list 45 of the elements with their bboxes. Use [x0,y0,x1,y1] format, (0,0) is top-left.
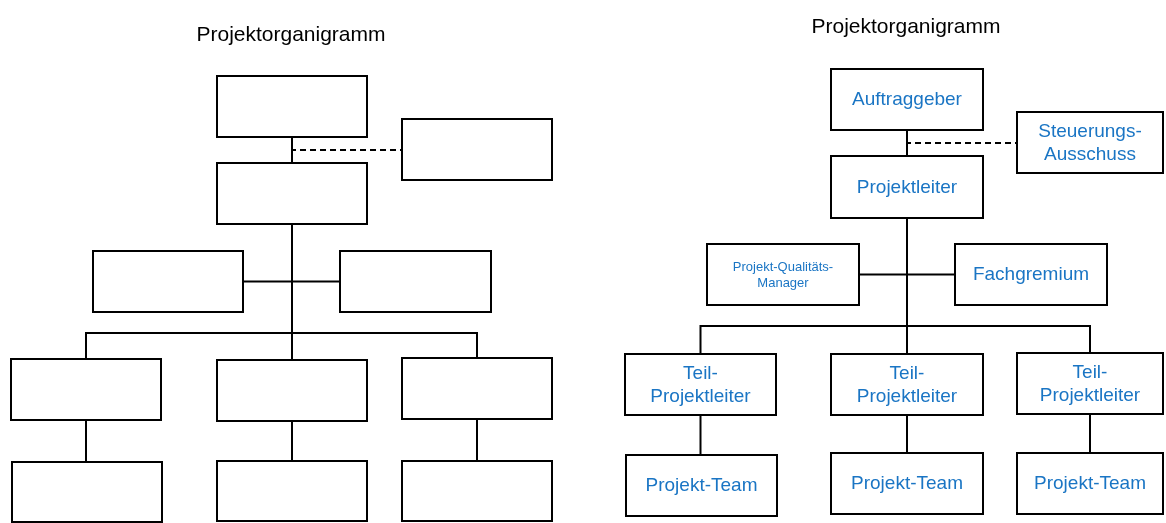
connector-line [291,137,293,163]
org-box [339,250,492,313]
role-label: Projekt-Team [850,472,964,495]
role-label: Teil- Projektleiter [649,361,752,408]
role-label: Projekt-Qualitäts- Manager [731,258,835,291]
org-box [830,155,984,219]
org-box [1016,111,1164,174]
org-box [1016,452,1164,515]
org-box [11,461,163,523]
connector-line [906,218,1091,353]
org-box [830,452,984,515]
org-box [401,118,553,181]
role-label: Fachgremium [971,263,1091,286]
role-label: Teil- Projektleiter [1038,360,1142,407]
role-label: Projektleiter [855,175,959,199]
org-box [401,460,553,522]
connector-line [85,420,87,462]
org-box [954,243,1108,306]
org-box [1016,352,1164,415]
org-box [830,353,984,416]
connector-line [291,224,478,358]
connector-line [699,415,702,455]
org-box [10,358,162,421]
role-label: Teil- Projektleiter [855,361,959,408]
org-box [216,162,368,225]
role-label: Auftraggeber [851,88,963,111]
connector-line [906,415,908,453]
role-label: Projekt-Team [1033,472,1147,495]
org-box [92,250,244,313]
chart-title: Projektorganigramm [811,14,1001,38]
org-box [216,460,368,522]
role-label: Projekt-Team [644,474,759,497]
org-box [401,357,553,420]
org-box [216,359,368,422]
chart-title: Projektorganigramm [196,22,386,46]
org-box [706,243,860,306]
connector-line [291,421,293,461]
org-box [830,68,984,131]
org-box [216,75,368,138]
role-label: Steuerungs- Ausschuss [1037,119,1143,166]
org-box [624,353,777,416]
connector-line [476,419,478,461]
connector-line [906,130,908,156]
org-box [625,454,778,517]
connector-line [1089,414,1091,453]
